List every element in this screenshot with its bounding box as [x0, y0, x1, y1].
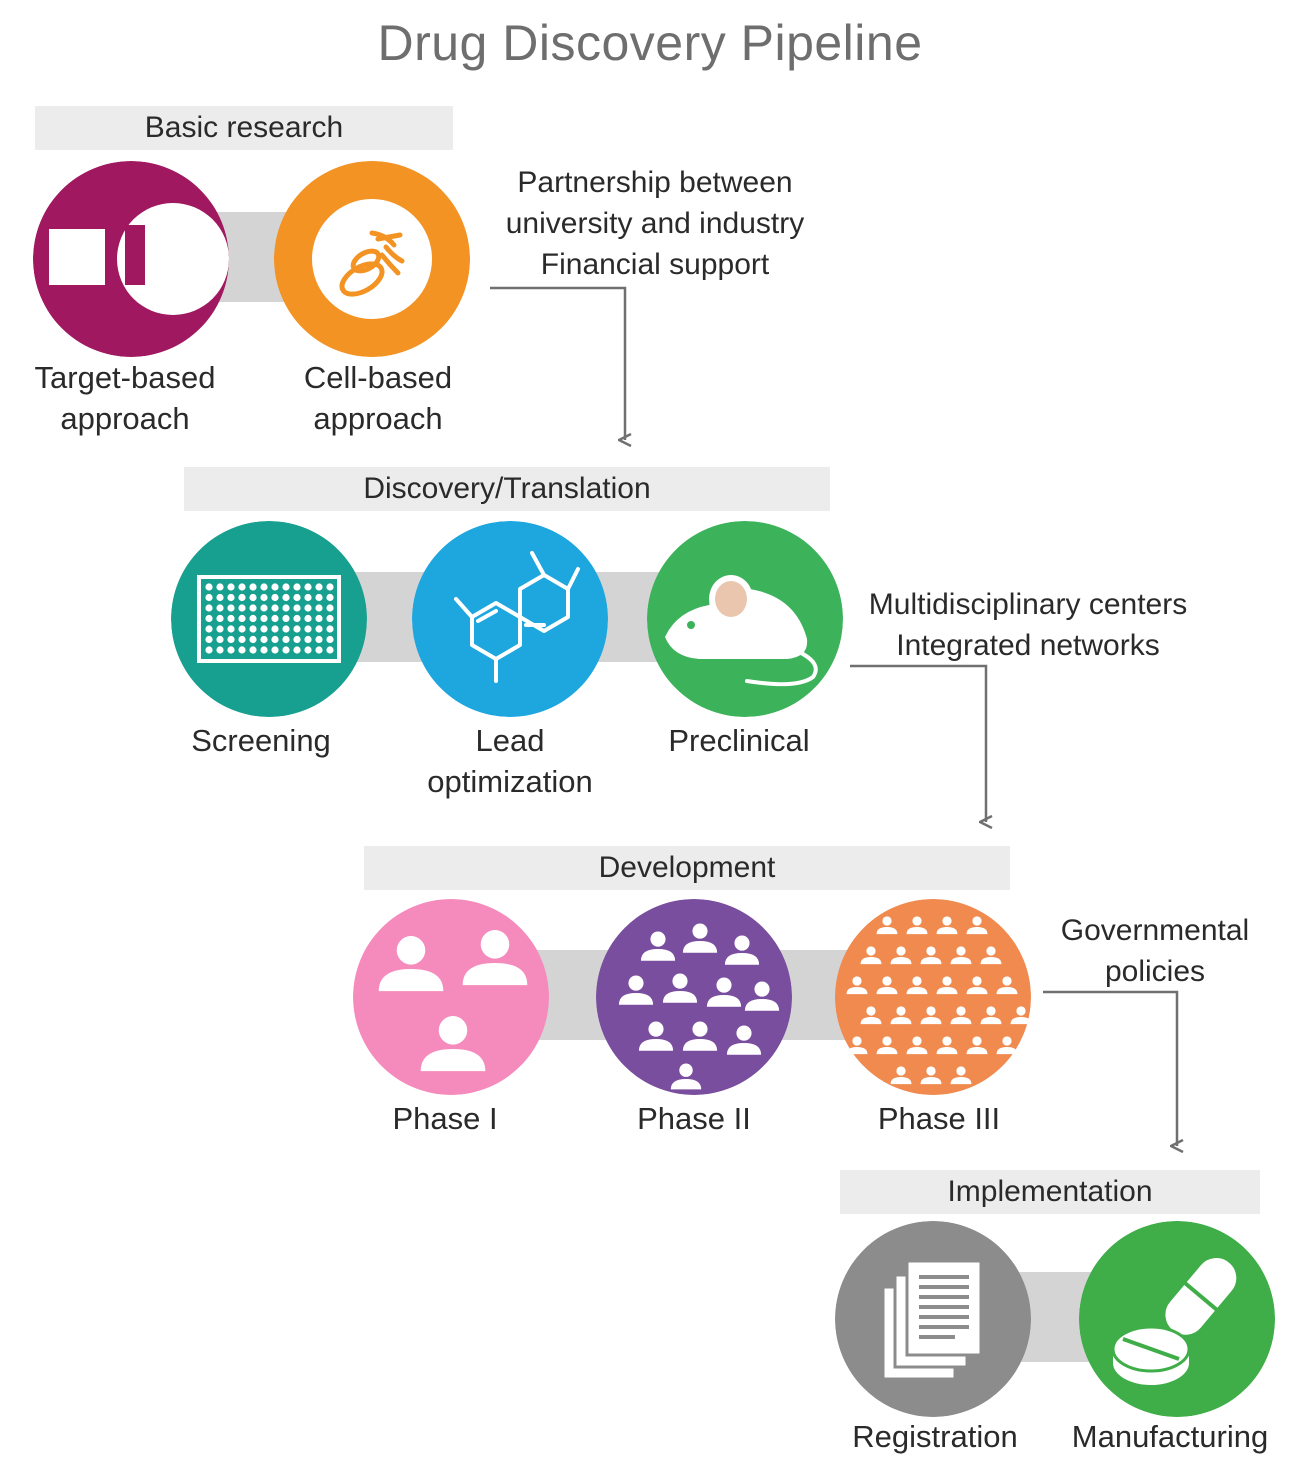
cells-icon [274, 161, 470, 357]
caption-manufacturing: Manufacturing [1040, 1416, 1300, 1457]
arrow-basic-to-discovery [490, 286, 625, 440]
note-governmental-line2: policies [1104, 955, 1206, 988]
caption-phase-3-line1: Phase III [877, 1101, 1001, 1136]
caption-screening: Screening [131, 720, 391, 761]
target-based-circle [33, 161, 229, 357]
caption-screening-line1: Screening [191, 723, 331, 758]
cell-based-circle [274, 161, 470, 357]
lead-optimization-circle [412, 521, 608, 717]
pills-icon [1079, 1221, 1275, 1417]
note-governmental-line1: Governmental [1060, 914, 1250, 947]
phase-2-circle [596, 899, 792, 1095]
caption-phase-2: Phase II [564, 1098, 824, 1139]
well-plate-icon [171, 521, 367, 717]
manufacturing-circle [1079, 1221, 1275, 1417]
note-partnership-line1: Partnership between [517, 166, 793, 199]
caption-phase-3: Phase III [809, 1098, 1069, 1139]
phase-1-circle [353, 899, 549, 1095]
diagram-title: Drug Discovery Pipeline [377, 15, 923, 71]
molecule-icon [412, 521, 608, 717]
preclinical-circle [647, 521, 843, 717]
stage-label-development: Development [364, 846, 1010, 890]
note-governmental: Governmental policies [1040, 910, 1270, 992]
caption-phase-2-line1: Phase II [637, 1101, 751, 1136]
caption-target-based: Target-based approach [0, 357, 255, 439]
stage-label-discovery: Discovery/Translation [184, 467, 830, 511]
mouse-icon [647, 521, 843, 717]
caption-target-based-line2: approach [60, 401, 190, 436]
caption-preclinical-line1: Preclinical [668, 723, 810, 758]
caption-cell-based-line1: Cell-based [303, 360, 453, 395]
caption-cell-based: Cell-based approach [248, 357, 508, 439]
arrow-development-to-implementation [1043, 990, 1177, 1146]
caption-registration: Registration [805, 1416, 1065, 1457]
note-partnership: Partnership between university and indus… [470, 162, 840, 285]
note-partnership-line3: Financial support [540, 248, 770, 281]
arrow-discovery-to-development [850, 664, 986, 822]
caption-manufacturing-line1: Manufacturing [1071, 1419, 1269, 1454]
note-partnership-line2: university and industry [505, 207, 805, 240]
large-group-icon [835, 899, 1031, 1095]
small-group-icon [353, 899, 549, 1095]
stage-label-implementation: Implementation [840, 1170, 1260, 1214]
caption-target-based-line1: Target-based [34, 360, 216, 395]
caption-preclinical: Preclinical [609, 720, 869, 761]
caption-phase-1-line1: Phase I [392, 1101, 498, 1136]
phase-3-circle [835, 899, 1031, 1095]
caption-lead-line2: optimization [427, 764, 593, 799]
caption-lead-line1: Lead [475, 723, 545, 758]
documents-icon [835, 1221, 1031, 1417]
screening-circle [171, 521, 367, 717]
registration-circle [835, 1221, 1031, 1417]
caption-cell-based-line2: approach [313, 401, 443, 436]
caption-phase-1: Phase I [315, 1098, 575, 1139]
note-centers-line1: Multidisciplinary centers [868, 588, 1188, 621]
caption-lead-optimization: Lead optimization [380, 720, 640, 802]
note-centers: Multidisciplinary centers Integrated net… [838, 584, 1218, 666]
note-centers-line2: Integrated networks [896, 629, 1160, 662]
medium-group-icon [596, 899, 792, 1095]
target-icon [33, 161, 229, 357]
stage-label-basic-research: Basic research [35, 106, 453, 150]
caption-registration-line1: Registration [852, 1419, 1018, 1454]
